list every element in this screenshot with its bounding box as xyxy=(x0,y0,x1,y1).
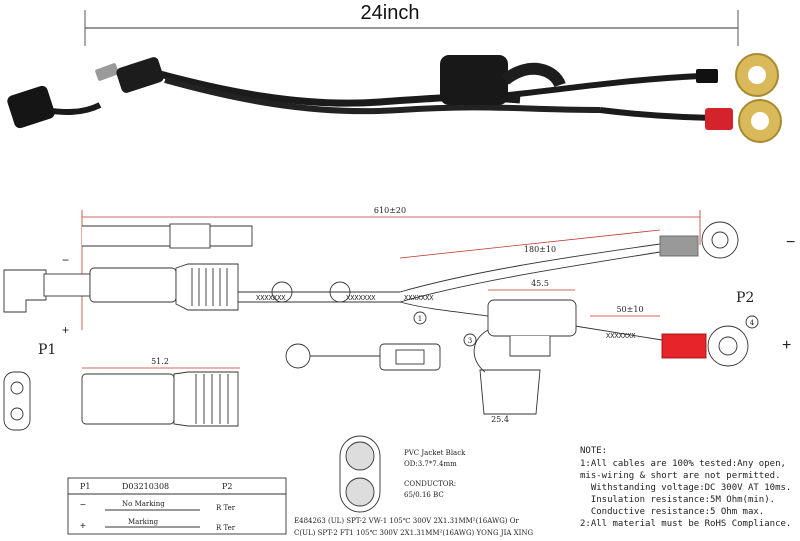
plug-face-pin-top xyxy=(10,381,24,395)
callout-circle-1 xyxy=(413,311,427,325)
fuse-holder-cap-loop xyxy=(501,62,566,88)
dust-cap-ring xyxy=(285,343,311,369)
pin-table-frame xyxy=(67,477,287,535)
cable-spec-line-1: E484263 (UL) SPT-2 VW-1 105℃ 300V 2X1.31… xyxy=(294,517,520,525)
ring-terminal-negative-hole xyxy=(748,66,766,84)
lead-dim-label: 50±10 xyxy=(616,305,643,314)
negative-sign-right: − xyxy=(786,234,795,251)
p1-sae-shell xyxy=(43,273,91,297)
plug-side-strain-relief xyxy=(173,371,239,427)
positive-ring-hole xyxy=(718,336,738,356)
pin-table-header-p2: P2 xyxy=(222,482,232,491)
photo-section: 24inch xyxy=(7,2,782,143)
pin-table-row2-p2: R Ter xyxy=(216,524,236,532)
sae-dust-cap xyxy=(7,85,55,129)
notes-block: NOTE: 1:All cables are 100% tested:Any o… xyxy=(580,446,791,529)
ring-terminal-positive-hole xyxy=(751,112,769,130)
p1-label: P1 xyxy=(38,342,56,358)
negative-sleeve xyxy=(659,235,699,257)
fuse-holder xyxy=(440,55,508,105)
plug-face-pin-bottom xyxy=(10,407,24,421)
plug-side-ribs xyxy=(195,374,229,424)
notes-line-2: mis-wiring & short are not permitted. xyxy=(580,471,780,481)
notes-line-1: 1:All cables are 100% tested:Any open, xyxy=(580,459,786,469)
cable-marking-1: XXXXXXX xyxy=(256,294,286,302)
plug-face xyxy=(3,371,31,431)
pin-table-row2-p1: + xyxy=(80,521,86,532)
sae-connector-body xyxy=(116,57,164,93)
photo-cable-lower xyxy=(164,77,601,115)
pin-table-header-part: D03210308 xyxy=(122,482,169,491)
negative-lead-top xyxy=(399,243,661,293)
plug-side-body xyxy=(81,373,175,425)
fuse-holder-body xyxy=(487,299,577,337)
photo-cable-negative xyxy=(507,73,701,98)
ring-crimp-negative xyxy=(696,69,718,83)
pin-table-row2-marking: Marking xyxy=(128,518,159,526)
positive-sign-left: + xyxy=(62,323,69,337)
p1-cap-plug xyxy=(169,223,211,249)
callout-3: 3 xyxy=(468,337,472,345)
pin-table-row1-p1: − xyxy=(80,500,86,511)
notes-line-5: Conductive resistance:5 Ohm max. xyxy=(580,507,764,517)
negative-sign-left: − xyxy=(62,253,69,267)
notes-title: NOTE: xyxy=(580,446,607,456)
p1-dust-cap-outline xyxy=(3,269,47,313)
cable-jacket-label: PVC Jacket Black xyxy=(404,449,466,457)
cable-twist-2 xyxy=(329,281,351,303)
notes-line-3: Withstanding voltage:DC 300V AT 10ms. xyxy=(580,483,791,493)
callout-circle-3 xyxy=(463,333,477,347)
overall-dim-label: 610±20 xyxy=(374,206,406,215)
pin-table: P1 D03210308 P2 − No Marking R Ter + Mar… xyxy=(80,482,236,532)
notes-line-6: 2:All material must be RoHS Compliance. xyxy=(580,519,791,529)
fuse-holder-socket xyxy=(509,336,551,357)
p2-label: P2 xyxy=(736,290,754,306)
drawing-text: 610±20 180±10 45.5 50±10 51.2 25.4 − + −… xyxy=(38,206,795,537)
cable-section-conductor-2 xyxy=(345,477,375,507)
cable-marking-4: XXXXXXX xyxy=(606,332,636,340)
negative-ring-hole xyxy=(711,231,729,249)
cable-conductor-spec: 65/0.16 BC xyxy=(404,491,444,499)
cable-marking-2: XXXXXXX xyxy=(346,294,376,302)
positive-red-sleeve xyxy=(661,333,707,359)
red-crimp-sleeve xyxy=(705,108,733,130)
sae-pin xyxy=(95,63,119,81)
callout-circle-4 xyxy=(745,315,759,329)
length-label: 24inch xyxy=(361,2,420,24)
p1-sae-body xyxy=(89,267,177,303)
positive-lead-out xyxy=(574,325,663,341)
fuse-dim-label: 45.5 xyxy=(531,279,549,288)
p1-cap-strap xyxy=(82,225,253,247)
callout-1: 1 xyxy=(418,315,422,323)
cable-marking-3: XXXXXXX xyxy=(404,294,434,302)
pin-table-row1-marking: No Marking xyxy=(122,500,165,508)
branch-dim-label: 180±10 xyxy=(524,245,556,254)
technical-drawing xyxy=(3,210,759,535)
negative-lead-bottom xyxy=(399,251,661,303)
notes-line-4: Insulation resistance:5M Ohm(min). xyxy=(580,495,775,505)
cable-twist-1 xyxy=(271,281,293,303)
positive-sign-right: + xyxy=(782,337,791,354)
fuse-holder-cap xyxy=(479,369,541,415)
pin-table-row1-p2: R Ter xyxy=(216,504,236,512)
cable-conductor-label: CONDUCTOR: xyxy=(404,480,456,488)
callout-4: 4 xyxy=(750,319,755,327)
fuse-box-dim-label: 25.4 xyxy=(491,415,509,424)
p1-strain-relief-ribs xyxy=(191,268,228,306)
cable-spec-line-2: C(UL) SPT-2 FT1 105℃ 300V 2X1.31MM²(16AW… xyxy=(294,529,534,537)
cable-section-conductor-1 xyxy=(345,441,375,471)
cable-od-label: OD:3.7*7.4mm xyxy=(404,460,457,468)
plug-dim-label: 51.2 xyxy=(151,357,169,366)
dust-cap-window xyxy=(395,349,425,365)
fuse-cap-tether xyxy=(473,329,489,373)
pin-table-header-p1: P1 xyxy=(80,482,90,491)
p1-strain-relief xyxy=(175,263,239,311)
positive-lead-in xyxy=(399,301,489,317)
branch-dimension-line xyxy=(399,229,661,259)
